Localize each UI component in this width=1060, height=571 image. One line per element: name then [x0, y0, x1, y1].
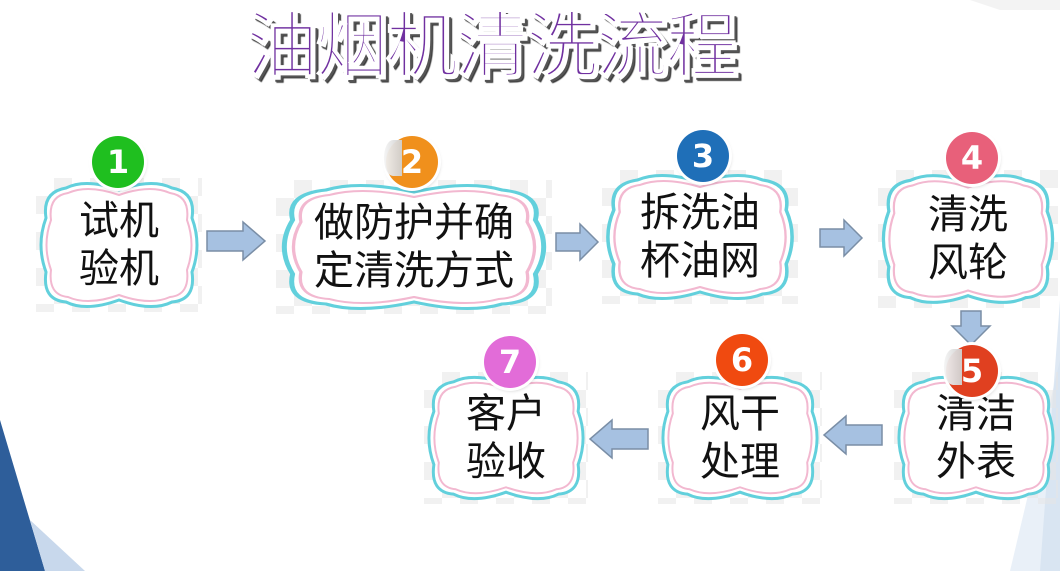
step-4-line1: 清洗: [928, 192, 1008, 238]
step-1-line1: 试机: [79, 198, 159, 244]
scalloped-frame: [897, 375, 1055, 501]
step-5-line1: 清洁: [936, 391, 1016, 437]
page-title: 油烟机清洗流程: [245, 3, 739, 89]
step-6-node: 风干 处理: [658, 372, 822, 504]
step-4-node: 清洗 风轮: [878, 170, 1058, 308]
step-6-badge: 6: [716, 334, 768, 386]
step-7-line2: 验收: [466, 439, 546, 485]
scalloped-frame: [281, 183, 547, 311]
arrow-right-icon: [206, 220, 267, 262]
arrow-left-icon: [822, 414, 883, 456]
step-1-badge: 1: [92, 136, 144, 188]
scalloped-frame: [661, 375, 819, 501]
step-2-badge: 2: [384, 136, 438, 188]
step-5-badge: 5: [944, 345, 998, 397]
arrow-down-icon: [950, 310, 992, 346]
step-3-line2: 杯油网: [640, 238, 760, 284]
scalloped-frame: [881, 174, 1055, 304]
step-2-line2: 定清洗方式: [314, 248, 514, 294]
scalloped-frame: [39, 182, 199, 308]
step-7-line1: 客户: [466, 391, 546, 437]
step-3-node: 拆洗油 杯油网: [602, 170, 798, 304]
page-curl: [944, 349, 962, 385]
step-5-line2: 外表: [936, 439, 1016, 485]
step-3-badge: 3: [677, 130, 729, 182]
step-7-badge: 7: [484, 336, 536, 388]
step-2-node: 做防护并确 定清洗方式: [276, 180, 552, 314]
step-6-line1: 风干: [700, 391, 780, 437]
step-3-line1: 拆洗油: [640, 190, 760, 236]
step-7-node: 客户 验收: [424, 372, 588, 504]
step-1-node: 试机 验机: [36, 178, 202, 312]
arrow-right-icon: [819, 218, 864, 258]
arrow-right-icon: [555, 222, 600, 262]
step-1-line2: 验机: [79, 246, 159, 292]
scalloped-frame: [427, 375, 585, 501]
step-2-line1: 做防护并确: [314, 200, 514, 246]
step-4-badge: 4: [946, 132, 998, 184]
arrow-left-icon: [588, 418, 649, 460]
step-4-line2: 风轮: [928, 240, 1008, 286]
step-6-line2: 处理: [700, 439, 780, 485]
page-curl: [384, 140, 402, 176]
scalloped-frame: [606, 174, 794, 300]
